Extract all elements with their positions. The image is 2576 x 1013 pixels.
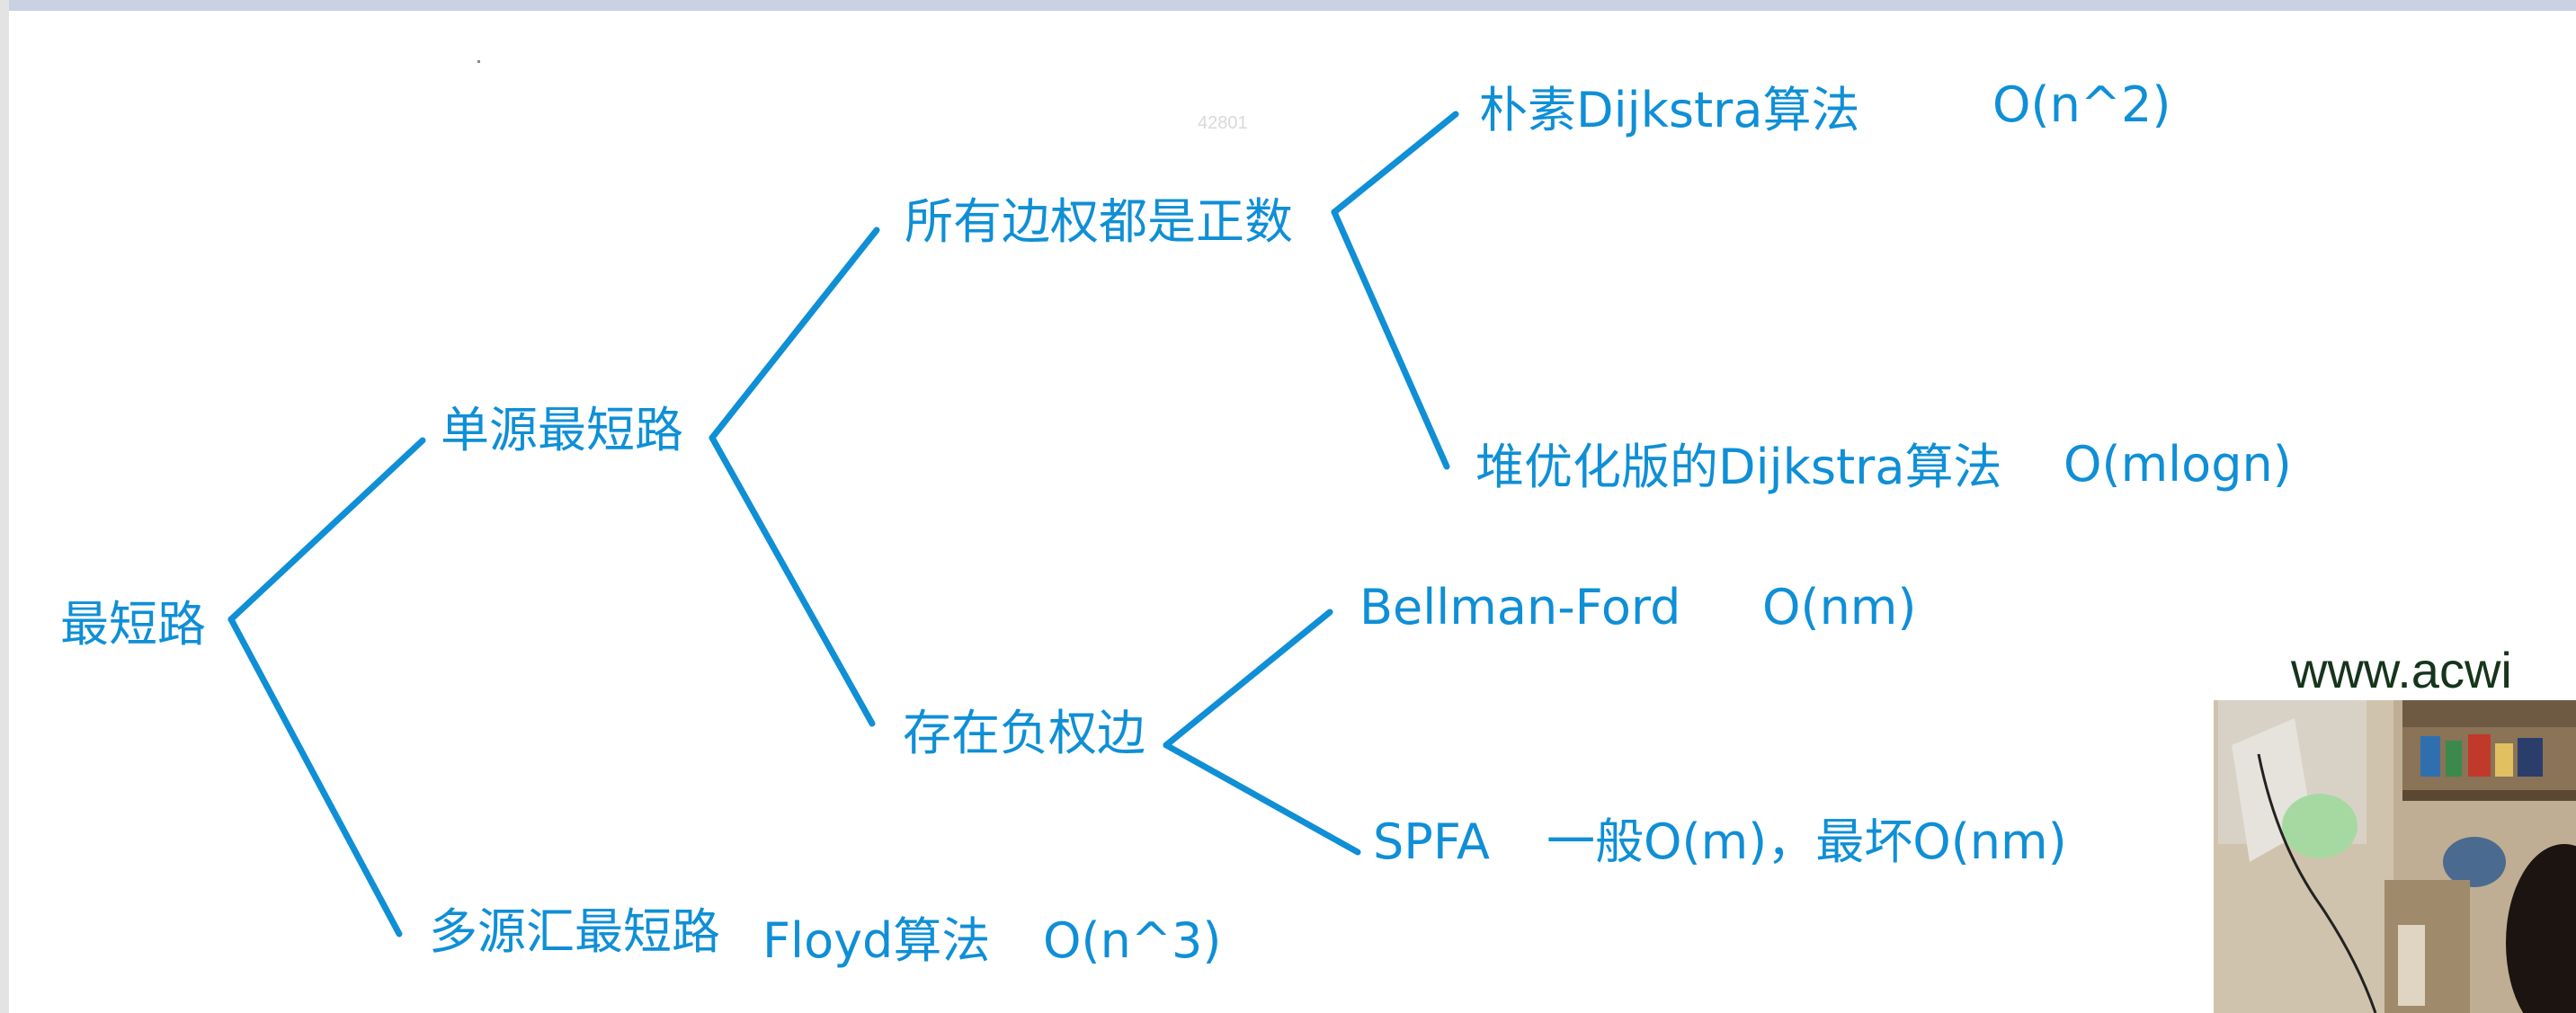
left-border (0, 0, 9, 1013)
node-bellman-ford: Bellman-Ford (1359, 579, 1681, 635)
edge-single-negative (709, 434, 876, 727)
edge-root-single-source (227, 437, 426, 623)
node-floyd: Floyd算法 (762, 912, 991, 969)
node-negative-edges: 存在负权边 (903, 705, 1145, 761)
node-spfa-complexity: 一般O(m)，最坏O(nm) (1546, 813, 2067, 870)
edge-negative-spfa (1163, 742, 1361, 856)
edge-single-all-positive (709, 227, 880, 441)
node-bellman-ford-complexity: O(nm) (1762, 579, 1917, 635)
node-naive-dijkstra: 朴素Dijkstra算法 (1479, 82, 1860, 138)
site-url-text: www.acwi (2291, 642, 2512, 698)
node-naive-dijkstra-complexity: O(n^2) (1992, 76, 2171, 133)
node-all-positive: 所有边权都是正数 (905, 193, 1293, 250)
node-heap-dijkstra-complexity: O(mlogn) (2063, 436, 2292, 493)
webcam-scene (2214, 700, 2576, 1013)
edge-positive-heap (1331, 209, 1450, 470)
watermark-number: 42801 (1198, 113, 1248, 133)
node-multi-source: 多源汇最短路 (429, 903, 720, 960)
stray-dot (477, 60, 480, 63)
node-floyd-complexity: O(n^3) (1043, 912, 1222, 969)
webcam-overlay (2214, 700, 2576, 1013)
edge-root-multi-source (227, 616, 403, 937)
edge-positive-naive (1331, 111, 1459, 216)
node-root: 最短路 (60, 596, 206, 653)
top-border (0, 0, 2576, 11)
node-single-source: 单源最短路 (441, 402, 683, 458)
node-heap-dijkstra: 堆优化版的Dijkstra算法 (1475, 439, 2002, 495)
node-spfa: SPFA (1373, 813, 1490, 870)
edge-negative-bellman (1163, 609, 1333, 749)
